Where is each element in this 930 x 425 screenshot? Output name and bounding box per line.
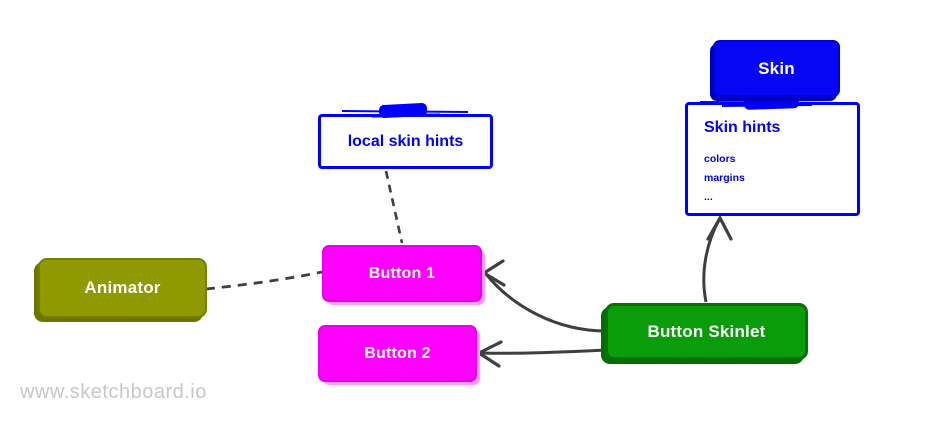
node-skin-label: Skin	[758, 58, 795, 78]
node-button-1[interactable]: Button 1	[322, 245, 482, 302]
skin-hints-item-margins: margins	[704, 172, 745, 184]
node-skin[interactable]: Skin	[713, 40, 840, 97]
node-animator[interactable]: Animator	[38, 258, 207, 318]
node-button-skinlet-label: Button Skinlet	[647, 321, 766, 341]
edge-localhints-button1[interactable]	[384, 170, 404, 244]
sketchboard-watermark: www.sketchboard.io	[20, 381, 207, 403]
node-button-2-label: Button 2	[364, 344, 431, 362]
skin-hints-title: Skin hints	[704, 119, 781, 136]
skin-hints-item-ellipsis: ...	[704, 191, 713, 203]
skin-hints-item-colors: colors	[704, 153, 736, 165]
edge-skinlet-button2[interactable]	[475, 340, 607, 368]
edge-animator-button1[interactable]	[205, 270, 323, 291]
node-skin-hints[interactable]: Skin hints colors margins ...	[685, 102, 860, 216]
node-button-2[interactable]: Button 2	[318, 325, 477, 382]
node-button-1-label: Button 1	[368, 264, 436, 282]
node-local-skin-hints-label: local skin hints	[347, 132, 464, 150]
node-local-skin-hints[interactable]: local skin hints	[318, 114, 493, 169]
node-animator-label: Animator	[84, 278, 161, 297]
edge-skinlet-skinhints[interactable]	[702, 214, 733, 303]
edge-skinlet-button1[interactable]	[480, 259, 607, 333]
node-button-skinlet[interactable]: Button Skinlet	[605, 303, 808, 360]
